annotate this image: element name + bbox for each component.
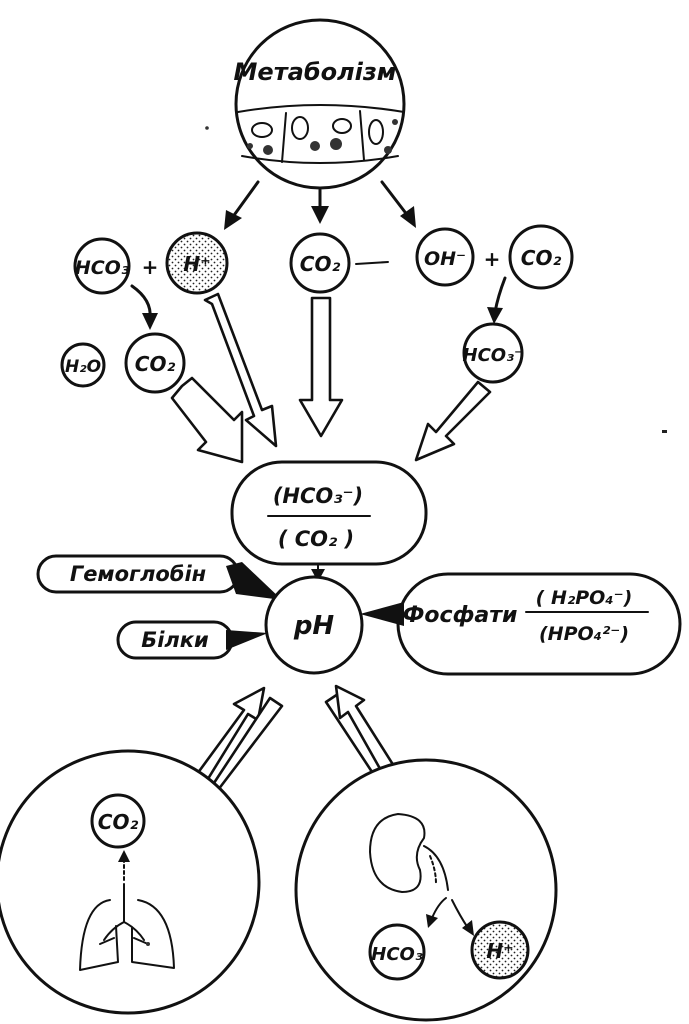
proteins-label: Білки [141, 628, 209, 652]
left-reaction-group: HCO₃ + H⁺ H₂O CO₂ [60, 231, 229, 394]
co2-node-center [289, 232, 351, 294]
hydrogen-ion-label: H⁺ [183, 252, 210, 276]
kidney-icon [369, 813, 449, 893]
hydroxide-node [415, 227, 475, 287]
hydrogen-ion-node [165, 231, 229, 295]
bicarbonate-label-left: HCO₃ [75, 257, 130, 279]
bicarbonate-label-right: HCO₃⁻ [463, 345, 524, 366]
phosphate-denominator: (HPO₄²⁻) [539, 623, 629, 645]
co2-label-center: CO₂ [300, 252, 341, 276]
co2-label-left: CO₂ [135, 352, 176, 376]
kidney-node: HCO₃ H⁺ [294, 758, 558, 1022]
center-co2-group: CO₂ [289, 232, 389, 294]
phosphate-numerator: ( H₂PO₄⁻) [536, 587, 633, 609]
co2-label-lungs: CO₂ [98, 810, 139, 834]
phosphates-buffer: Фосфати ( H₂PO₄⁻) (HPO₄²⁻) [360, 572, 682, 676]
lungs-icon [79, 883, 175, 971]
plus-sign-left: + [142, 255, 159, 279]
proteins-buffer: Білки [116, 620, 268, 660]
co2-node-left [124, 332, 186, 394]
ph-label: pH [293, 611, 335, 641]
ratio-denominator: ( CO₂ ) [278, 527, 354, 551]
bicarbonate-node-kidney [368, 923, 426, 981]
right-reaction-group: OH⁻ + CO₂ HCO₃⁻ [415, 224, 574, 384]
co2-node-right [508, 224, 574, 290]
phosphates-label: Фосфати [403, 603, 518, 628]
hydrogen-ion-label-kidney: H⁺ [486, 939, 513, 963]
hemoglobin-label: Гемоглобін [70, 562, 206, 586]
bicarbonate-node-left [73, 237, 131, 295]
ratio-numerator: (HCO₃⁻) [273, 484, 363, 508]
ph-node: pH [264, 575, 364, 675]
plus-sign-right: + [484, 247, 501, 271]
metabolism-node: Метаболізм [234, 18, 406, 190]
metabolism-label: Метаболізм [234, 58, 397, 86]
hydrogen-ion-node-kidney [470, 920, 530, 980]
co2-label-right: CO₂ [521, 246, 562, 270]
hemoglobin-buffer: Гемоглобін [36, 554, 282, 600]
water-node [60, 342, 106, 388]
hydroxide-label: OH⁻ [424, 248, 466, 270]
hollow-arrows-to-ratio [170, 292, 492, 464]
cell-layer-icon [237, 104, 405, 164]
water-label: H₂O [65, 357, 101, 377]
bicarbonate-co2-ratio: (HCO₃⁻) ( CO₂ ) [230, 460, 428, 566]
metabolism-output-arrows [224, 180, 416, 230]
lungs-node: CO₂ [0, 749, 261, 1015]
bicarbonate-label-kidney: HCO₃ [371, 944, 423, 965]
bicarbonate-node-right [462, 322, 524, 384]
co2-node-lungs [90, 793, 146, 849]
